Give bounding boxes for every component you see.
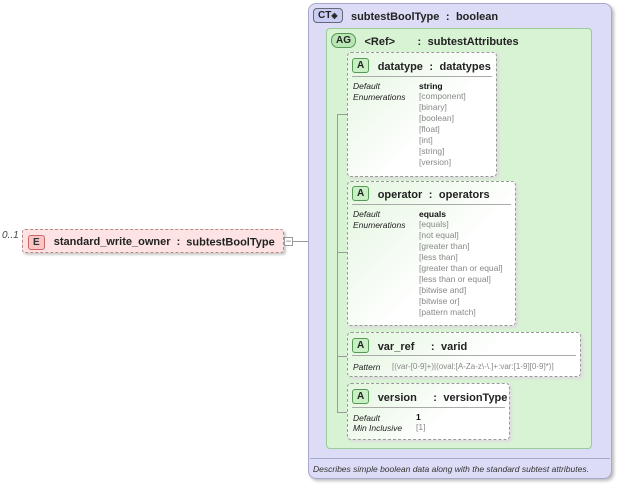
tree-branch-var-ref [337, 356, 347, 357]
complex-type-name: subtestBoolType [350, 11, 440, 23]
enumerations-label: Enumerations [353, 220, 406, 230]
default-label: Default [353, 81, 380, 91]
enumeration-item: [boolean] [419, 113, 454, 123]
attribute-name: operator [377, 189, 423, 201]
enumeration-list: [component] [binary] [boolean] [float] [… [419, 91, 466, 168]
attribute-name: datatype [377, 61, 423, 73]
pattern-value: [(var-[0-9]+)|(oval:[A-Za-z\-\.]+:var:[1… [392, 362, 554, 371]
attribute-badge: A [352, 338, 370, 354]
default-label: Default [353, 209, 380, 219]
enumeration-item: [not equal] [419, 230, 459, 240]
enumerations-label: Enumerations [353, 92, 406, 102]
element-node[interactable]: E standard_write_owner : subtestBoolType [22, 229, 284, 253]
enumeration-list: [equals] [not equal] [greater than] [les… [419, 219, 503, 318]
attribute-group-ref: subtestAttributes [427, 36, 519, 48]
attribute-operator[interactable] [347, 181, 516, 326]
enumeration-item: [string] [419, 146, 445, 156]
attribute-colon: : [428, 189, 433, 201]
default-value: string [419, 81, 443, 91]
attribute-separator [352, 204, 511, 205]
tree-branch-version [337, 412, 347, 413]
default-value: 1 [416, 412, 421, 422]
attribute-badge: A [352, 186, 370, 202]
attribute-colon: : [433, 392, 437, 404]
complex-type-colon: : [445, 11, 450, 23]
enumeration-item: [greater than] [419, 241, 470, 251]
element-badge: E [28, 235, 45, 250]
attribute-group-badge: AG [331, 33, 356, 49]
attribute-group-colon: : [417, 36, 422, 48]
attribute-badge: A [352, 58, 370, 74]
enumeration-item: [binary] [419, 102, 447, 112]
default-value: equals [419, 209, 446, 219]
enumeration-item: [greater than or equal] [419, 263, 503, 273]
attribute-version-header: A version : versionType [352, 388, 507, 406]
attribute-operator-header: A operator : operators [352, 185, 490, 203]
enumeration-item: [version] [419, 157, 452, 167]
enumeration-item: [bitwise and] [419, 285, 467, 295]
attribute-type: varid [440, 341, 468, 353]
default-label: Default [353, 413, 380, 423]
attribute-group-ref-label: <Ref> [364, 36, 396, 48]
element-type: subtestBoolType [186, 236, 275, 249]
attribute-type: operators [438, 189, 490, 201]
attribute-name: version [377, 392, 417, 404]
pattern-label: Pattern [353, 362, 381, 372]
enumeration-item: [less than] [419, 252, 458, 262]
attribute-version[interactable] [347, 383, 510, 440]
attribute-datatype[interactable] [347, 52, 497, 177]
documentation-text: Describes simple boolean data along with… [313, 464, 589, 474]
enumeration-item: [float] [419, 124, 440, 134]
complex-type-badge: CT◈ [313, 8, 343, 24]
attribute-badge: A [352, 389, 370, 405]
attribute-name: var_ref [377, 341, 415, 353]
attribute-group-header: AG <Ref> : subtestAttributes [331, 32, 519, 50]
enumeration-item: [equals] [419, 219, 449, 229]
tree-branch-operator [337, 252, 347, 253]
element-collapse-toggle[interactable]: − [284, 236, 293, 246]
attribute-separator [352, 76, 492, 77]
attribute-type: versionType [443, 392, 508, 404]
enumeration-item: [int] [419, 135, 433, 145]
documentation-separator [310, 458, 610, 459]
tree-vertical-line [337, 114, 338, 412]
enumeration-item: [bitwise or] [419, 296, 460, 306]
complex-type-base: boolean [455, 11, 499, 23]
complex-type-header: CT◈ subtestBoolType : boolean [313, 7, 498, 25]
element-colon: : [176, 236, 181, 249]
min-inclusive-value: [1] [416, 422, 426, 432]
connector-line [293, 241, 308, 242]
enumeration-item: [component] [419, 91, 466, 101]
enumeration-item: [pattern match] [419, 307, 476, 317]
tree-branch-datatype [337, 114, 347, 115]
enumeration-item: [less than or equal] [419, 274, 491, 284]
attribute-var-ref-header: A var_ref : varid [352, 337, 467, 355]
attribute-type: datatypes [439, 61, 491, 73]
sequence-icon: ◈ [331, 11, 338, 21]
attribute-colon: : [429, 61, 434, 73]
complex-type-badge-text: CT [318, 10, 332, 22]
attribute-var-ref[interactable] [347, 332, 581, 377]
attribute-separator [352, 407, 505, 408]
attribute-colon: : [430, 341, 435, 353]
element-multiplicity: 0..1 [2, 230, 19, 241]
element-name: standard_write_owner [53, 236, 171, 249]
attribute-datatype-header: A datatype : datatypes [352, 57, 491, 75]
attribute-separator [352, 355, 576, 356]
min-inclusive-label: Min Inclusive [353, 423, 403, 433]
